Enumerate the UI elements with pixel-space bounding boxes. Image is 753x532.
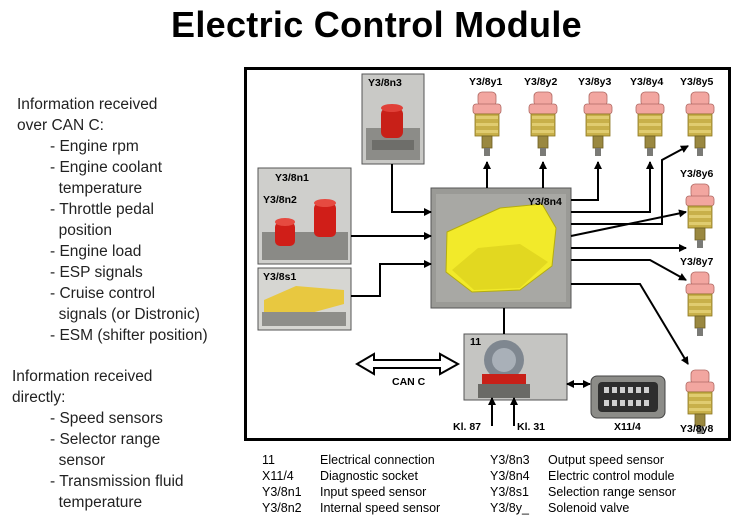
info-item: - ESP signals [50,264,143,281]
solenoid-valves [472,91,715,434]
legend-code: Y3/8n2 [262,501,302,515]
info-item: - ESM (shifter position) [50,327,208,344]
legend-code: 11 [262,453,275,467]
legend-code: Y3/8n1 [262,485,302,499]
solenoid-valve-6 [685,183,715,248]
legend-desc: Diagnostic socket [320,469,418,483]
info-item: - Speed sensors [50,410,163,427]
solenoid-valve-4 [635,91,665,156]
label-valve-y1: Y3/8y1 [469,76,503,88]
legend-row: Y3/8n4 Electric control module [490,468,676,484]
legend-desc: Electrical connection [320,453,435,467]
info-item: - Engine load [50,243,142,260]
info-item-cont: temperature [50,180,143,197]
label-can-c: CAN C [392,376,426,388]
page-title: Electric Control Module [171,4,582,45]
label-valve-y7: Y3/8y7 [680,256,714,268]
legend-row: Y3/8y_ Solenoid valve [490,500,676,516]
label-kl87: Kl. 87 [453,421,482,433]
legend-row: 11 Electrical connection [262,452,440,468]
legend-desc: Internal speed sensor [320,501,441,515]
legend-desc: Solenoid valve [548,501,630,515]
solenoid-valve-3 [583,91,613,156]
label-valve-y8: Y3/8y8 [680,423,714,435]
direct-info: Information received directly: - Speed s… [12,366,184,513]
info-item-cont: temperature [50,494,143,511]
label-valve-y4: Y3/8y4 [630,76,664,88]
label-y3-8n1: Y3/8n1 [275,172,309,184]
info-item: - Throttle pedal [50,201,154,218]
can-c-arrow [355,352,461,376]
info-item: - Cruise control [50,285,156,302]
legend-row: Y3/8n3 Output speed sensor [490,452,676,468]
label-valve-y3: Y3/8y3 [578,76,612,88]
solenoid-valve-1 [472,91,502,156]
info-item: - Engine coolant [50,159,163,176]
electric-control-module [430,187,572,309]
info-item: - Engine rpm [50,138,139,155]
solenoid-valve-8 [685,369,715,434]
info-item-cont: signals (or Distronic) [50,306,200,323]
legend-desc: Output speed sensor [548,453,665,467]
diagnostic-socket-shape [590,375,666,419]
legend-code: Y3/8n3 [490,453,530,467]
label-y3-8n4: Y3/8n4 [528,196,562,208]
legend-desc: Input speed sensor [320,485,427,499]
info-item-cont: sensor [50,452,106,469]
output-speed-sensor [361,73,425,165]
legend-row: Y3/8s1 Selection range sensor [490,484,676,500]
direct-heading-1: Information received [12,368,153,385]
legend-code: X11/4 [262,469,294,483]
info-item-cont: position [50,222,113,239]
label-x11-4: X11/4 [614,421,641,433]
legend-right: Y3/8n3 Output speed sensor Y3/8n4 Electric… [490,452,676,516]
label-kl31: Kl. 31 [517,421,546,433]
legend-desc: Selection range sensor [548,485,676,499]
label-valve-y5: Y3/8y5 [680,76,714,88]
selection-range-sensor [257,267,352,331]
info-item: - Selector range [50,431,161,448]
legend-code: Y3/8y_ [490,501,529,515]
label-connector-11: 11 [470,336,482,348]
label-y3-8n3: Y3/8n3 [368,77,402,89]
label-valve-y6: Y3/8y6 [680,168,714,180]
label-y3-8n2: Y3/8n2 [263,194,297,206]
info-item: - Transmission fluid [50,473,184,490]
solenoid-valve-5 [685,91,715,156]
solenoid-valve-7 [685,271,715,336]
can-c-heading-1: Information received [17,96,158,113]
legend-desc: Electric control module [548,469,675,483]
direct-heading-2: directly: [12,389,66,406]
legend-code: Y3/8n4 [490,469,530,483]
can-c-heading-2: over CAN C: [17,117,104,134]
legend-left: 11 Electrical connection X11/4 Diagnostic … [262,452,440,516]
legend-row: X11/4 Diagnostic socket [262,468,440,484]
legend-row: Y3/8n2 Internal speed sensor [262,500,440,516]
label-y3-8s1: Y3/8s1 [263,271,297,283]
label-valve-y2: Y3/8y2 [524,76,558,88]
legend-code: Y3/8s1 [490,485,529,499]
solenoid-valve-2 [528,91,558,156]
can-c-info: Information received over CAN C: - Engin… [17,94,208,346]
legend-row: Y3/8n1 Input speed sensor [262,484,440,500]
input-internal-speed-sensors [257,167,352,265]
